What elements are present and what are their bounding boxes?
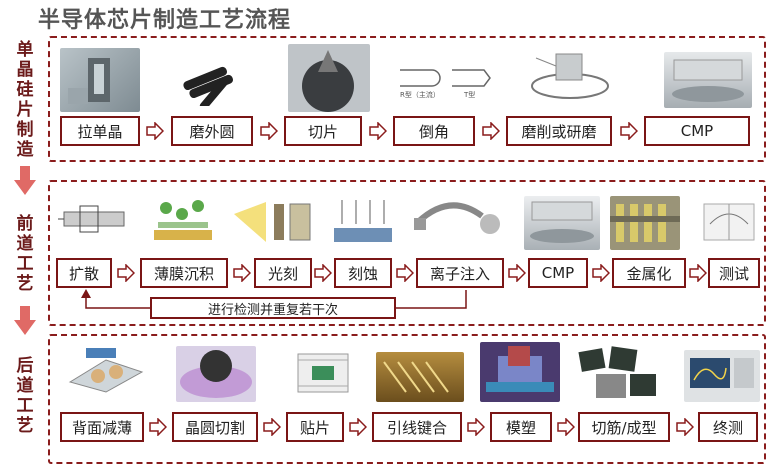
flow-arrow-icon [557,418,575,436]
wire-bonding-image [376,352,464,402]
step-slicing: 切片 [284,116,362,146]
wafer-slicing-image [288,44,370,112]
step-chamfering: 倒角 [393,116,475,146]
flow-arrow-icon [396,264,414,282]
silicon-ingots-image [178,56,240,106]
flow-arrow-icon [369,122,387,140]
page-title: 半导体芯片制造工艺流程 [38,8,292,33]
step-crystal-pulling: 拉单晶 [60,116,140,146]
etching-diagram-image [330,194,396,250]
trim-form-chips-image [576,344,660,402]
flow-arrow-icon [467,418,485,436]
testing-diagram-image [700,194,758,250]
step-wire-bonding: 引线键合 [372,412,462,442]
step-wafer-dicing: 晶圆切割 [172,412,258,442]
molding-image [480,342,560,402]
step-molding: 模塑 [490,412,552,442]
final-test-equipment-image [684,350,760,402]
step-metallization: 金属化 [612,258,686,288]
section-label-back-end: 后道工艺 [16,356,34,436]
step-trim-form: 切筋/成型 [578,412,670,442]
flow-arrow-icon [592,264,610,282]
metallization-image [610,196,680,250]
flow-arrow-icon [263,418,281,436]
grinding-machine-image [526,46,614,110]
down-arrow-icon [14,166,36,195]
step-diffusion: 扩散 [56,258,112,288]
step-etching: 刻蚀 [334,258,392,288]
repeat-inspection-note: 进行检测并重复若干次 [150,297,396,319]
diffusion-furnace-image [58,196,134,248]
lithography-diagram-image [230,196,316,248]
die-attach-image [288,344,362,402]
chamfer-diagram-image: R型（主流） T型 [396,58,496,104]
step-testing: 测试 [708,258,760,288]
step-grinding-lapping: 磨削或研磨 [506,116,612,146]
step-final-test: 终测 [698,412,758,442]
flow-arrow-icon [117,264,135,282]
step-cylindrical-grinding: 磨外圆 [171,116,253,146]
wafer-dicing-image [176,346,256,402]
feedback-loop-line [81,289,467,309]
flow-arrow-icon [349,418,367,436]
flow-arrow-icon [260,122,278,140]
section-wafer-fabrication [48,36,766,162]
section-back-end-process [48,334,766,464]
flow-arrow-icon [689,264,707,282]
flow-arrow-icon [676,418,694,436]
flow-arrow-icon [146,122,164,140]
cmp-machine-image [664,52,752,108]
cmp-tool-image [524,196,600,250]
section-front-end-process [48,180,766,326]
step-thin-film-deposition: 薄膜沉积 [140,258,228,288]
flow-arrow-icon [620,122,638,140]
flow-arrow-icon [149,418,167,436]
down-arrow-icon [14,306,36,335]
step-cmp-front-end: CMP [528,258,588,288]
flow-arrow-icon [233,264,251,282]
step-ion-implantation: 离子注入 [416,258,504,288]
flow-arrow-icon [508,264,526,282]
flow-arrow-icon [314,264,332,282]
crystal-puller-image [60,48,140,112]
ion-implant-diagram-image [410,192,506,250]
step-die-attach: 贴片 [286,412,344,442]
section-label-front-end: 前道工艺 [16,214,34,294]
back-grinding-image [66,342,146,398]
step-cmp-wafer: CMP [644,116,750,146]
deposition-diagram-image [150,192,216,250]
section-label-wafer: 单晶硅片制造 [16,40,34,160]
step-back-thinning: 背面减薄 [60,412,144,442]
flow-arrow-icon [482,122,500,140]
step-lithography: 光刻 [254,258,312,288]
